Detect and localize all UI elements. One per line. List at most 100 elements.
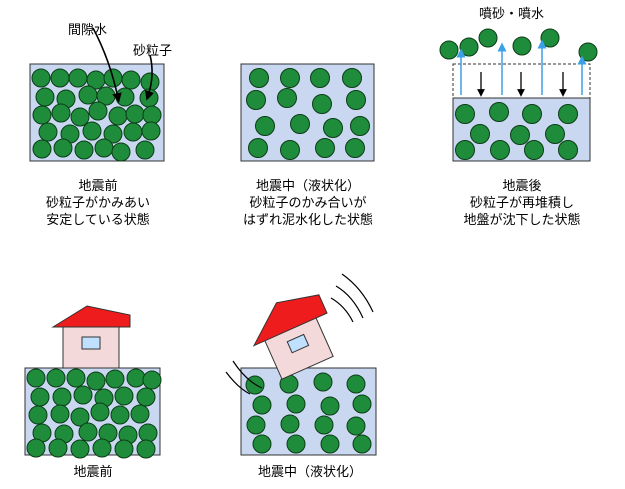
shake-lines xyxy=(225,273,374,395)
sand-grain xyxy=(52,387,72,407)
caption-line: 砂粒子が再堆積し xyxy=(469,196,574,211)
caption-line: はずれ泥水化した状態 xyxy=(242,213,373,228)
sand-grain xyxy=(246,90,266,110)
sand-grain xyxy=(277,88,297,108)
caption-during: 地震中（液状化） 砂粒子のかみ合いが はずれ泥水化した状態 xyxy=(233,178,383,229)
caption-line: 地震後 xyxy=(502,179,542,194)
sand-grains xyxy=(455,102,578,160)
panel-house-during xyxy=(225,273,377,456)
sand-grain xyxy=(352,394,372,414)
sand-grain xyxy=(126,368,146,388)
sand-grain xyxy=(105,369,125,389)
sand-grain xyxy=(280,68,300,88)
sand-grain xyxy=(280,414,300,434)
sand-grain xyxy=(30,387,50,407)
house-window xyxy=(81,336,101,350)
caption-line: 砂粒子のかみ合いが xyxy=(249,196,367,211)
sand-grain xyxy=(123,122,143,142)
sand-grain xyxy=(512,36,532,56)
panel-after xyxy=(439,28,598,162)
sand-eruption-label: 噴砂・噴水 xyxy=(479,7,545,22)
sand-grain xyxy=(320,396,340,416)
sand-grain xyxy=(125,104,145,124)
caption-line: 地震前 xyxy=(78,179,118,194)
sand-grain xyxy=(346,90,366,110)
sand-grain xyxy=(545,124,565,144)
sand-grain xyxy=(136,439,156,459)
sand-grain xyxy=(136,387,156,407)
house-roof xyxy=(252,294,328,347)
sand-grain xyxy=(26,368,46,388)
sand-grain xyxy=(524,140,544,160)
sand-grain xyxy=(313,372,333,392)
sand-grain xyxy=(111,142,131,162)
sand-grain xyxy=(114,386,134,406)
sand-grain xyxy=(470,124,490,144)
sand-grain xyxy=(94,138,114,158)
sand-grain xyxy=(70,439,90,459)
sand-grain xyxy=(350,116,370,136)
sand-grain xyxy=(142,370,162,390)
caption-after: 地震後 砂粒子が再堆積し 地盤が沈下した状態 xyxy=(452,178,592,229)
sand-grain xyxy=(312,94,332,114)
eruption-arrows xyxy=(456,39,587,95)
sand-grain xyxy=(314,415,334,435)
sand-grain xyxy=(110,405,130,425)
sand-grain xyxy=(114,439,134,459)
sand-grain xyxy=(252,395,272,415)
caption-line: 安定している状態 xyxy=(46,213,150,228)
sand-grain xyxy=(141,121,161,141)
sand-grain xyxy=(286,434,306,454)
sand-grain xyxy=(50,68,70,88)
sand-grain xyxy=(249,68,269,88)
sand-grain xyxy=(82,121,102,141)
sand-grain xyxy=(346,374,366,394)
sand-grain xyxy=(455,140,475,160)
sand-grain xyxy=(90,402,110,422)
house xyxy=(51,305,131,369)
sand-grain xyxy=(489,102,509,122)
caption-house-during: 地震中（液状化） xyxy=(257,465,362,480)
panel-during xyxy=(240,63,375,162)
sand-grain xyxy=(51,103,71,123)
sand-grain xyxy=(246,415,266,435)
caption-line: 地盤が沈下した状態 xyxy=(463,213,581,228)
caption-line: 砂粒子がかみあい xyxy=(45,196,150,211)
panel-house-before xyxy=(24,305,162,459)
sand-grain xyxy=(53,138,73,158)
sand-grain xyxy=(78,422,98,442)
sand-grain xyxy=(32,139,52,159)
sand-grain xyxy=(68,68,88,88)
sand-grain xyxy=(130,404,150,424)
sand-grain-pointer xyxy=(144,54,155,101)
sand-grains xyxy=(245,372,372,454)
sand-grain xyxy=(352,434,372,454)
caption-line: 地震中（液状化） xyxy=(255,179,360,194)
caption-before: 地震前 砂粒子がかみあい 安定している状態 xyxy=(32,178,164,229)
sand-grain xyxy=(522,104,542,124)
sand-grain xyxy=(135,140,155,160)
sand-grain xyxy=(310,68,330,88)
sand-grain xyxy=(70,107,90,127)
sand-grain xyxy=(31,68,51,88)
panel-before xyxy=(29,27,165,162)
caption-house-before: 地震前 xyxy=(73,465,113,480)
sand-grain xyxy=(252,434,272,454)
house-roof xyxy=(51,305,131,328)
sand-grain xyxy=(558,140,578,160)
sand-grain xyxy=(50,404,70,424)
sand-grain xyxy=(46,368,66,388)
sand-grain xyxy=(320,434,340,454)
sand-grain xyxy=(478,28,498,48)
sand-grain-label: 砂粒子 xyxy=(133,44,173,59)
sand-grain xyxy=(142,105,162,125)
sand-grain xyxy=(345,138,365,158)
sand-grain xyxy=(323,118,343,138)
sand-grain xyxy=(92,438,112,458)
sand-grain xyxy=(48,438,68,458)
sand-grain xyxy=(558,104,578,124)
sand-grain xyxy=(290,114,310,134)
ejected-grains xyxy=(439,28,598,62)
sand-grain xyxy=(138,423,158,443)
sand-grain xyxy=(248,138,268,158)
